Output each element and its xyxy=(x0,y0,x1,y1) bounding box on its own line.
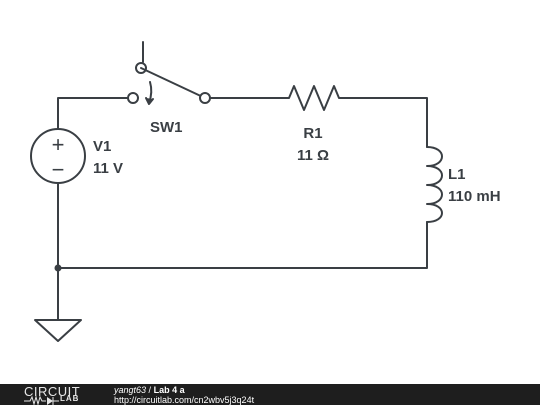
schematic-canvas: + − SW1 R1 11 Ω L1 110 mH V1 11 V xyxy=(30,41,501,342)
circuit-title: Lab 4 a xyxy=(153,385,185,395)
junction-dot xyxy=(54,264,62,272)
author-link[interactable]: yangt63 xyxy=(114,385,147,395)
resistor-logo-icon xyxy=(24,395,59,405)
logo-wordmark-bottom: LAB xyxy=(60,394,80,403)
resistor-value-label: 11 Ω xyxy=(297,147,329,164)
circuit-url-link[interactable]: http://circuitlab.com/cn2wbv5j3q24t xyxy=(114,395,255,405)
resistor-name-label: R1 xyxy=(303,125,322,142)
footer-bar: CIRCUIT LAB yangt63 / Lab 4 a http://cir… xyxy=(0,384,540,405)
circuit-meta: yangt63 / Lab 4 a http://circuitlab.com/… xyxy=(114,385,254,405)
source-plus-sign: + xyxy=(52,132,65,157)
source-minus-sign: − xyxy=(52,157,65,182)
logo-wordmark-top: CIRCUIT xyxy=(24,384,81,399)
ground-symbol xyxy=(34,319,82,342)
source-name-label: V1 xyxy=(93,138,111,155)
voltage-source-v1 xyxy=(30,128,86,184)
inductor-name-label: L1 xyxy=(448,166,466,183)
source-value-label: 11 V xyxy=(93,160,123,177)
circuit-title-line: yangt63 / Lab 4 a xyxy=(114,385,254,395)
circuitlab-logo[interactable]: CIRCUIT LAB xyxy=(24,384,94,405)
resistor-r1 xyxy=(281,85,345,111)
wire-inductor-bottom xyxy=(57,221,428,269)
switch-sw1 xyxy=(127,41,211,105)
switch-name-label: SW1 xyxy=(150,119,183,136)
inductor-l1 xyxy=(426,146,443,223)
wire-top-left xyxy=(57,97,134,130)
title-separator: / xyxy=(148,385,152,395)
wire-resistor-to-inductor xyxy=(343,97,428,148)
inductor-value-label: 110 mH xyxy=(448,188,501,205)
